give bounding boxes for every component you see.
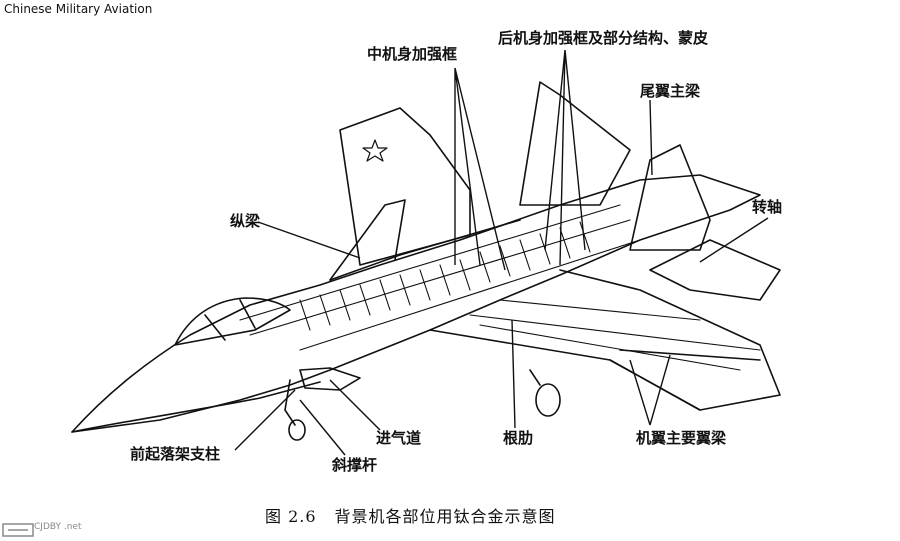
leader-pivot <box>699 217 769 263</box>
leader-intake <box>329 379 381 431</box>
nose-gear-leg <box>284 379 296 426</box>
leader-nose-gear <box>234 389 296 451</box>
leader-tail-beam <box>649 99 653 176</box>
leader-aft-fuselage <box>544 49 586 266</box>
canopy-frame <box>204 299 256 341</box>
fuselage-outline <box>71 174 761 433</box>
label-root-rib: 根肋 <box>503 429 534 447</box>
figure-number: 图 2.6 <box>265 507 317 526</box>
tail-fin-right <box>629 144 711 251</box>
star-insignia-icon <box>362 139 388 162</box>
intake-lip <box>299 367 361 391</box>
label-aft-fuselage: 后机身加强框及部分结构、蒙皮 <box>498 29 709 47</box>
figure-caption: 图 2.6 背景机各部位用钛合金示意图 <box>265 503 556 527</box>
label-nose-gear-strut: 前起落架支柱 <box>130 445 221 463</box>
leader-root-rib <box>511 319 516 429</box>
main-gear-leg <box>529 369 541 386</box>
internal-longitudinal <box>239 204 641 351</box>
wing-flap-line <box>619 349 761 361</box>
wing-trailing-edge <box>609 359 701 411</box>
label-tail-main-beam: 尾翼主梁 <box>640 82 701 100</box>
label-mid-fuselage-frames: 中机身加强框 <box>367 45 458 63</box>
nose-gear-wheel <box>288 419 306 441</box>
leader-longeron <box>257 221 361 259</box>
watermark-text: Chinese Military Aviation <box>4 2 153 16</box>
wing-spars <box>469 299 761 371</box>
label-main-wing-spar: 机翼主要翼梁 <box>636 429 727 447</box>
label-intake-duct: 进气道 <box>376 429 422 447</box>
site-logo-text: CJDBY .net <box>34 522 82 532</box>
figure-caption-text: 背景机各部位用钛合金示意图 <box>334 507 556 526</box>
canopy <box>174 297 291 346</box>
label-pivot: 转轴 <box>752 198 783 216</box>
horizontal-stabilizer <box>649 239 781 301</box>
nose-lower-contour <box>71 381 321 433</box>
leader-brace <box>299 399 346 456</box>
port-vertical-fin <box>339 107 471 266</box>
main-gear-wheel <box>535 383 561 417</box>
leader-main-spar <box>629 354 671 426</box>
site-logo-icon <box>2 523 34 537</box>
starboard-vertical-fin <box>519 81 631 206</box>
label-longeron: 纵梁 <box>230 212 261 230</box>
leader-mid-fuselage <box>454 67 506 271</box>
port-wing <box>329 219 521 281</box>
label-diagonal-brace: 斜撑杆 <box>332 456 378 474</box>
raised-panel <box>329 199 406 281</box>
